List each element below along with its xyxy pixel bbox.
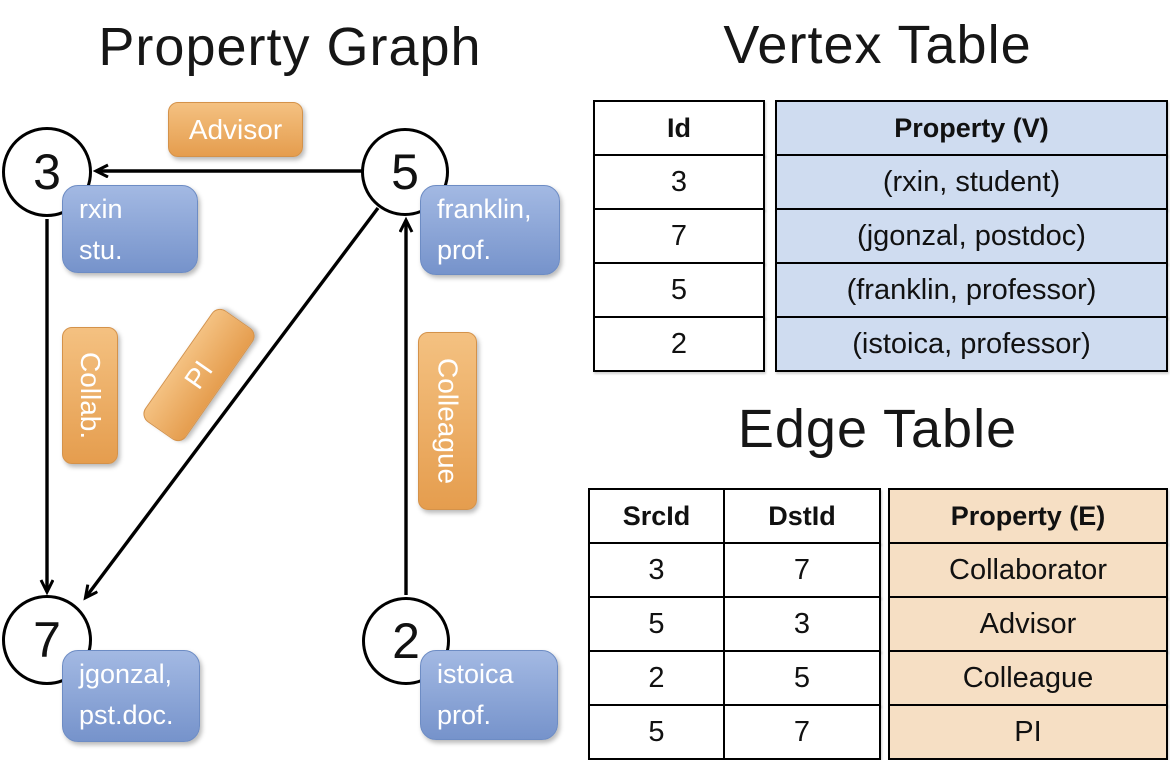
vertex-label-franklin: franklin, prof.: [420, 185, 560, 275]
vertex-label-jgonzal: jgonzal, pst.doc.: [62, 650, 200, 742]
table-cell: (istoica, professor): [775, 316, 1168, 372]
node-id-label: 7: [33, 612, 61, 668]
node-id-label: 5: [391, 144, 419, 200]
edge-label-text: PI: [178, 354, 219, 395]
vertex-label-line: prof.: [437, 700, 492, 730]
vertex-label-line: stu.: [79, 235, 123, 265]
table-cell: 5: [593, 262, 765, 318]
edge-table-title: Edge Table: [737, 399, 1018, 459]
vertex-table-id-header: Id: [593, 100, 765, 156]
table-cell: 2: [648, 661, 665, 694]
vertex-label-istoica: istoica prof.: [420, 650, 558, 740]
table-cell: 7: [723, 544, 879, 596]
edge-label-text: Colleague: [432, 357, 464, 485]
table-row: SrcId DstId: [588, 488, 881, 544]
table-cell: 7: [723, 706, 879, 758]
table-cell: 2: [593, 316, 765, 372]
vertex-table-id-column: Id 3 7 5 2: [593, 100, 765, 372]
edge-label-collab: Collab.: [62, 327, 118, 464]
table-row: 5 3: [588, 596, 881, 652]
table-row: 5 7: [588, 704, 881, 760]
vertex-label-line: jgonzal,: [79, 659, 173, 689]
table-cell: 5: [723, 652, 879, 704]
table-cell: 3: [593, 154, 765, 210]
edge-table-id-columns: SrcId DstId 3 7 5 3 2 5 5 7: [588, 488, 881, 760]
edge-label-colleague: Colleague: [418, 332, 477, 510]
edge-label-text: Collab.: [75, 351, 106, 440]
table-cell: Colleague: [888, 650, 1168, 706]
vertex-label-line: prof.: [437, 235, 492, 265]
table-cell: 7: [593, 208, 765, 264]
edge-table-dstid-header: DstId: [723, 490, 879, 542]
vertex-label-line: istoica: [437, 659, 514, 689]
vertex-label-rxin: rxin stu.: [62, 185, 198, 273]
edge-label-text: Advisor: [188, 113, 283, 145]
table-cell: Collaborator: [888, 542, 1168, 598]
graph-edges-svg: [0, 0, 580, 760]
node-id-label: 3: [33, 144, 61, 200]
edge-table-property-column: Property (E) Collaborator Advisor Collea…: [888, 488, 1168, 760]
graph-node-5: 5: [361, 128, 449, 216]
vertex-label-line: rxin: [79, 194, 123, 224]
edge-label-advisor: Advisor: [168, 102, 303, 157]
table-cell: (franklin, professor): [775, 262, 1168, 318]
vertex-table-property-column: Property (V) (rxin, student) (jgonzal, p…: [775, 100, 1168, 372]
vertex-label-line: franklin,: [437, 194, 532, 224]
table-cell: Advisor: [888, 596, 1168, 652]
table-cell: PI: [888, 704, 1168, 760]
table-cell: (rxin, student): [775, 154, 1168, 210]
table-cell: (jgonzal, postdoc): [775, 208, 1168, 264]
vertex-table-property-header: Property (V): [775, 100, 1168, 156]
table-cell: 5: [648, 607, 665, 640]
property-graph-title: Property Graph: [98, 17, 482, 77]
table-row: 2 5: [588, 650, 881, 706]
edge-table-srcid-header: SrcId: [622, 500, 691, 531]
node-id-label: 2: [392, 613, 420, 669]
edge-pi-line: [86, 206, 380, 597]
vertex-label-line: pst.doc.: [79, 700, 174, 730]
table-cell: 5: [648, 715, 665, 748]
graph-node-2: 2: [362, 597, 450, 685]
vertex-table: Id 3 7 5 2 Property (V) (rxin, student) …: [593, 100, 1168, 372]
table-row: 3 7: [588, 542, 881, 598]
table-cell: 3: [723, 598, 879, 650]
edge-table: SrcId DstId 3 7 5 3 2 5 5 7 Property (E)…: [588, 488, 1168, 760]
edge-table-property-header: Property (E): [888, 488, 1168, 544]
table-cell: 3: [648, 553, 665, 586]
vertex-table-title: Vertex Table: [723, 15, 1032, 75]
